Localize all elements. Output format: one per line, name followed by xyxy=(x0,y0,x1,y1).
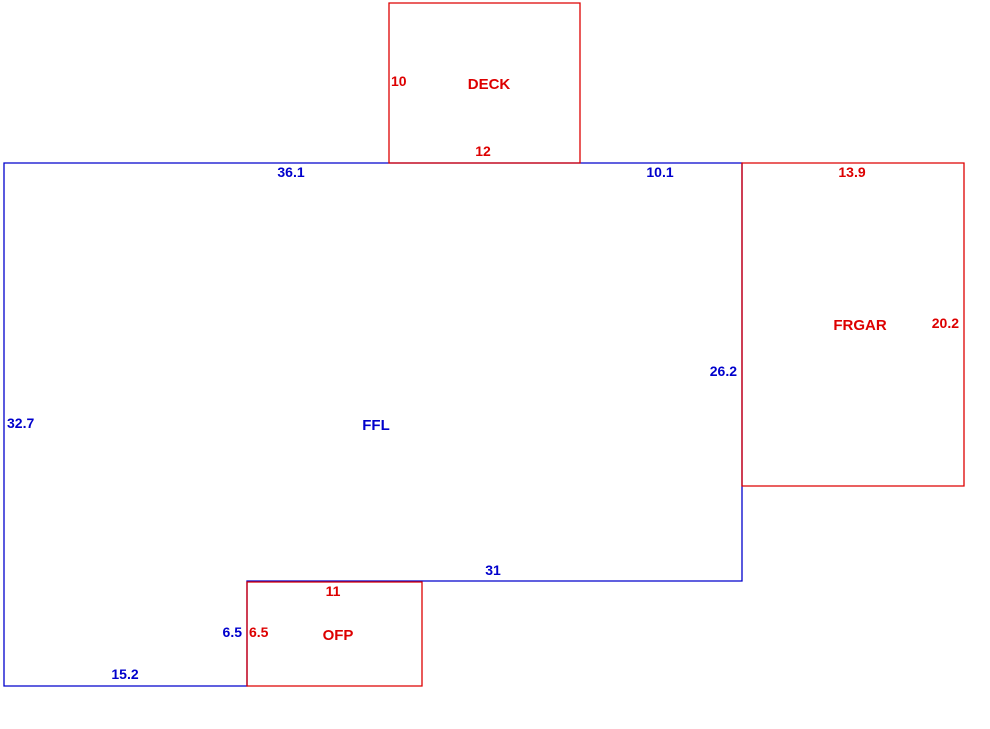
ffl-step-dim: 6.5 xyxy=(223,624,243,640)
frgar-side-dim: 20.2 xyxy=(932,315,959,331)
frgar-outline xyxy=(741,162,965,487)
ffl-bottom-right-dim: 31 xyxy=(485,562,501,578)
ffl-label: FFL xyxy=(362,417,390,434)
ffl-top-left-dim: 36.1 xyxy=(277,164,304,180)
deck-bottom-dim: 12 xyxy=(475,143,491,159)
ofp-outline xyxy=(246,581,423,687)
ffl-right-dim: 26.2 xyxy=(710,363,737,379)
deck-label: DECK xyxy=(468,76,511,93)
ffl-top-right-dim: 10.1 xyxy=(646,164,673,180)
ffl-left-dim: 32.7 xyxy=(7,415,34,431)
ofp-label: OFP xyxy=(323,627,354,644)
ffl-bottom-left-dim: 15.2 xyxy=(111,666,138,682)
deck-side-dim: 10 xyxy=(391,73,407,89)
frgar-label: FRGAR xyxy=(833,317,886,334)
frgar-top-dim: 13.9 xyxy=(838,164,865,180)
ofp-top-dim: 11 xyxy=(326,583,341,599)
ofp-side-dim: 6.5 xyxy=(249,624,269,640)
deck-outline xyxy=(388,2,581,164)
